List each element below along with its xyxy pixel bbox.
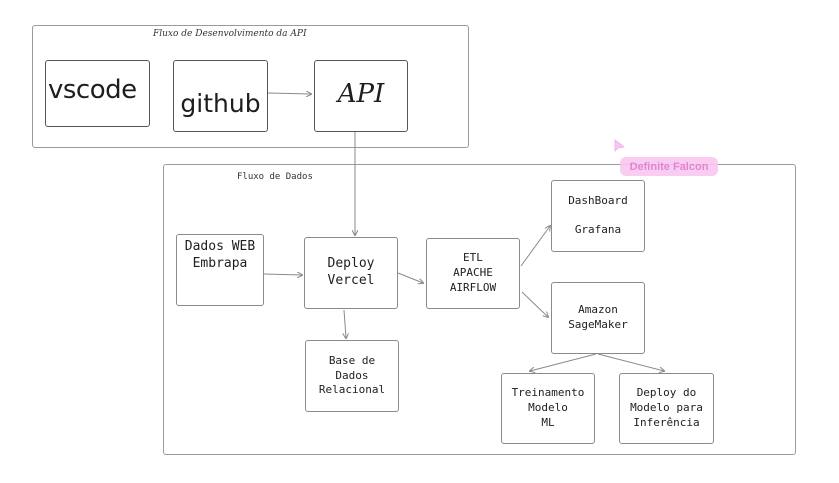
node-treinamento-modelo-ml[interactable]: Treinamento Modelo ML bbox=[501, 373, 595, 444]
arrow-deploy-etl bbox=[397, 272, 423, 283]
node-etl-apache-airflow[interactable]: ETL APACHE AIRFLOW bbox=[426, 238, 520, 309]
arrow-etl-dashboard bbox=[520, 226, 550, 267]
frame-fluxo-dados[interactable] bbox=[163, 164, 796, 455]
frame-fluxo-desenvolvimento-api[interactable] bbox=[32, 25, 469, 148]
node-api[interactable]: API bbox=[314, 60, 408, 132]
cursor-pointer-icon bbox=[614, 139, 625, 152]
node-github[interactable]: github bbox=[173, 60, 268, 132]
frame-label-dados: Fluxo de Dados bbox=[237, 172, 313, 182]
arrow-dadosweb-deploy bbox=[263, 274, 302, 275]
frame-label-desenvolvimento: Fluxo de Desenvolvimento da API bbox=[153, 29, 307, 39]
collaborator-badge: Definite Falcon bbox=[620, 157, 718, 176]
node-base-dados-relacional[interactable]: Base de Dados Relacional bbox=[305, 340, 399, 412]
node-deploy-vercel[interactable]: Deploy Vercel bbox=[304, 237, 398, 309]
node-vscode[interactable]: vscode bbox=[45, 60, 150, 127]
node-dados-web-embrapa[interactable]: Dados WEB Embrapa bbox=[176, 234, 264, 306]
node-dashboard-grafana[interactable]: DashBoard Grafana bbox=[551, 180, 645, 252]
node-deploy-modelo-inferencia[interactable]: Deploy do Modelo para Inferência bbox=[619, 373, 714, 444]
arrow-sagemaker-deploymodelo bbox=[597, 353, 664, 371]
arrow-deploy-base bbox=[344, 309, 346, 338]
arrow-sagemaker-treinamento bbox=[530, 353, 597, 371]
arrow-github-api bbox=[267, 93, 311, 94]
node-amazon-sagemaker[interactable]: Amazon SageMaker bbox=[551, 282, 645, 354]
arrow-etl-sagemaker bbox=[521, 291, 548, 317]
